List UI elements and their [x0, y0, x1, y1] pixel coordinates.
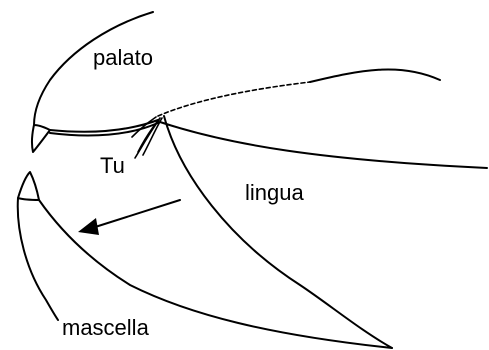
jaw-inner-contour: [38, 199, 393, 349]
palate-back-contour: [309, 68, 441, 83]
label-tongue: lingua: [245, 180, 304, 205]
label-jaw: mascella: [62, 315, 150, 340]
airflow-stroke: [131, 116, 157, 138]
movement-arrow-line: [91, 199, 181, 229]
tongue-surface: [49, 121, 488, 169]
palate-outline: [33, 11, 154, 126]
label-palate: palato: [93, 45, 153, 70]
airflow-stroke: [142, 117, 163, 156]
upper-tooth: [30, 124, 51, 153]
tongue-body-curve: [163, 115, 393, 349]
lower-tooth: [17, 171, 40, 201]
movement-arrowhead: [78, 218, 99, 235]
palate-dashed-contour: [157, 81, 311, 117]
jaw-outer-contour: [16, 197, 59, 321]
label-tu: Tu: [100, 153, 125, 178]
airflow-stroke: [134, 119, 160, 159]
palate-surface-line: [49, 119, 159, 133]
